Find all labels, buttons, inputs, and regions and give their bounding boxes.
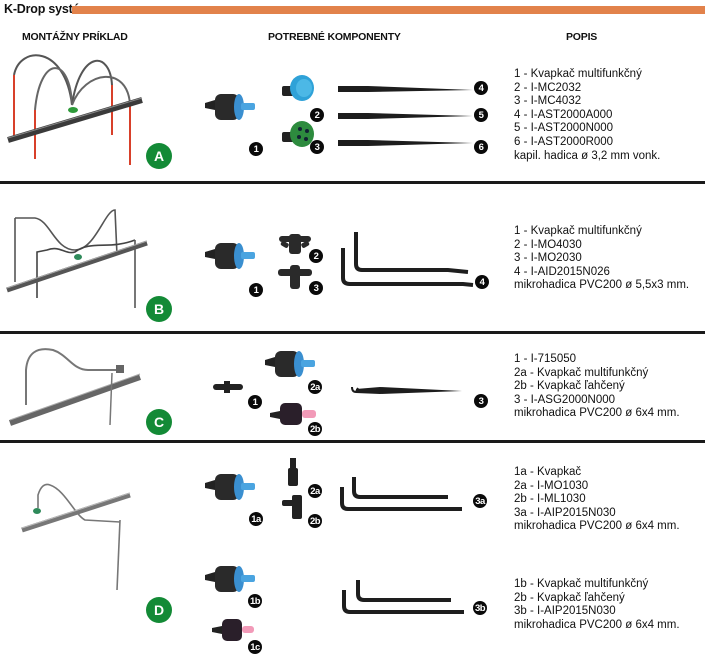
description-line: 3 - I-MC4032 bbox=[514, 95, 582, 108]
stake-4-icon bbox=[338, 86, 473, 92]
description-line: 2 - I-MC2032 bbox=[514, 81, 582, 94]
description-line: 1 - Kvapkač multifunkčný bbox=[514, 225, 642, 237]
description-line: 5 - I-AST2000N000 bbox=[514, 122, 614, 135]
component-label: 2b bbox=[308, 422, 322, 436]
description-line: 2a - I-MO1030 bbox=[514, 479, 589, 492]
column-header-example: MONTÁŽNY PRÍKLAD bbox=[22, 31, 128, 43]
dripper-light-icon bbox=[270, 403, 316, 425]
component-label: 3 bbox=[310, 140, 324, 154]
section-badge-c: C bbox=[146, 409, 172, 435]
description-line: 1 - I-715050 bbox=[514, 353, 577, 365]
component-label: 1a bbox=[249, 512, 263, 526]
l-connector-icon bbox=[282, 495, 302, 519]
component-label: 2b bbox=[308, 514, 322, 528]
description-line: kapil. hadica ø 3,2 mm vonk. bbox=[514, 149, 661, 162]
component-label: 2a bbox=[308, 484, 322, 498]
example-illustration-c bbox=[8, 348, 142, 426]
tee-connector-icon bbox=[278, 265, 312, 289]
description-d-bottom: 1b - Kvapkač multifunkčný 2b - Kvapkač ľ… bbox=[514, 578, 680, 632]
description-line: mikrohadica PVC200 ø 6x4 mm. bbox=[514, 407, 680, 420]
angled-stake-icon bbox=[340, 477, 462, 511]
component-label: 1 bbox=[249, 283, 263, 297]
component-label: 1 bbox=[248, 395, 262, 409]
component-label: 1b bbox=[248, 594, 262, 608]
component-label: 6 bbox=[474, 140, 488, 154]
component-label: 2 bbox=[309, 249, 323, 263]
description-line: mikrohadica PVC200 ø 6x4 mm. bbox=[514, 618, 680, 631]
component-label: 3a bbox=[473, 494, 487, 508]
description-line: 2 - I-MO4030 bbox=[514, 238, 582, 251]
component-label: 3 bbox=[474, 394, 488, 408]
dripper-icon bbox=[205, 474, 255, 500]
description-line: 2b - Kvapkač ľahčený bbox=[514, 380, 625, 393]
section-divider bbox=[0, 440, 705, 443]
angled-stake-icon bbox=[341, 232, 474, 287]
description-b: 1 - Kvapkač multifunkčný 2 - I-MO4030 3 … bbox=[514, 225, 689, 293]
column-header-description: POPIS bbox=[566, 31, 598, 43]
angled-stake-icon bbox=[342, 580, 464, 614]
component-label: 4 bbox=[475, 275, 489, 289]
column-header-components: POTREBNÉ KOMPONENTY bbox=[268, 31, 401, 43]
description-line: mikrohadica PVC200 ø 6x4 mm. bbox=[514, 520, 680, 533]
cap-green-icon bbox=[282, 121, 314, 147]
example-illustration-d bbox=[21, 483, 131, 591]
connector-icon bbox=[213, 381, 243, 393]
four-way-connector-icon bbox=[279, 234, 311, 254]
dripper-multifunction-icon bbox=[205, 566, 255, 592]
description-line: 2b - Kvapkač ľahčený bbox=[514, 591, 625, 604]
description-line: 4 - I-AST2000A000 bbox=[514, 108, 613, 121]
component-label: 2 bbox=[310, 108, 324, 122]
component-label: 5 bbox=[474, 108, 488, 122]
dripper-multifunction-icon bbox=[205, 243, 255, 269]
cap-blue-icon bbox=[282, 75, 314, 101]
component-label: 3b bbox=[473, 601, 487, 615]
dripper-multifunction-icon bbox=[205, 94, 255, 120]
description-line: 1b - Kvapkač multifunkčný bbox=[514, 578, 649, 590]
description-line: 1a - Kvapkač bbox=[514, 466, 582, 478]
description-line: 6 - I-AST2000R000 bbox=[514, 135, 614, 148]
description-line: 3 - I-ASG2000N000 bbox=[514, 393, 616, 406]
description-line: 2b - I-ML1030 bbox=[514, 493, 586, 506]
dripper-light-icon bbox=[212, 619, 254, 641]
description-line: mikrohadica PVC200 ø 5,5x3 mm. bbox=[514, 279, 690, 292]
description-line: 1 - Kvapkač multifunkčný bbox=[514, 68, 642, 80]
description-a: 1 - Kvapkač multifunkčný 2 - I-MC2032 3 … bbox=[514, 68, 660, 163]
section-divider bbox=[0, 181, 705, 184]
description-line: 4 - I-AID2015N026 bbox=[514, 265, 610, 278]
component-label: 1 bbox=[249, 142, 263, 156]
description-line: 3 - I-MO2030 bbox=[514, 252, 582, 265]
section-badge-a: A bbox=[146, 143, 172, 169]
component-label: 2a bbox=[308, 380, 322, 394]
section-badge-b: B bbox=[146, 296, 172, 322]
straight-connector-icon bbox=[288, 458, 298, 486]
description-c: 1 - I-715050 2a - Kvapkač multifunkčný 2… bbox=[514, 353, 680, 421]
section-badge-d: D bbox=[146, 597, 172, 623]
component-label: 4 bbox=[474, 81, 488, 95]
stake-5-icon bbox=[338, 113, 473, 119]
component-label: 1c bbox=[248, 640, 262, 654]
section-divider bbox=[0, 331, 705, 334]
stake-6-icon bbox=[338, 140, 473, 146]
description-line: 3a - I-AIP2015N030 bbox=[514, 506, 616, 519]
description-d-top: 1a - Kvapkač 2a - I-MO1030 2b - I-ML1030… bbox=[514, 466, 680, 534]
stake-hook-icon bbox=[351, 386, 462, 394]
example-illustration-a bbox=[7, 54, 143, 165]
description-line: 2a - Kvapkač multifunkčný bbox=[514, 366, 649, 379]
page-title: K-Drop systém bbox=[4, 2, 91, 16]
description-line: 3b - I-AIP2015N030 bbox=[514, 605, 616, 618]
title-accent-bar bbox=[72, 6, 705, 14]
dripper-multifunction-icon bbox=[265, 351, 315, 377]
example-illustration-b bbox=[6, 209, 148, 308]
component-label: 3 bbox=[309, 281, 323, 295]
